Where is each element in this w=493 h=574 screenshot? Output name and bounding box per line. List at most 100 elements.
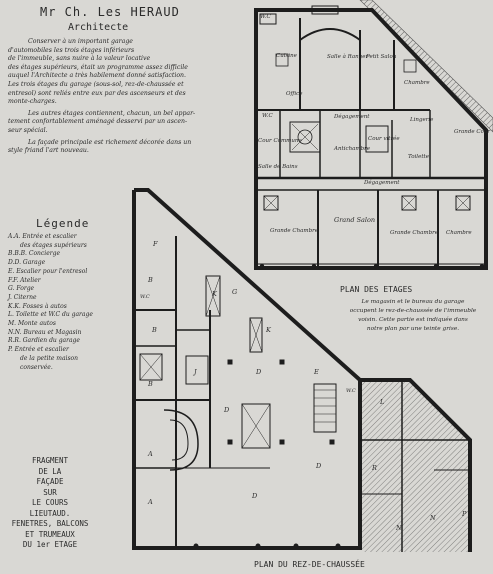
room-cuisine: Cuisine: [276, 53, 298, 59]
legend-item: E. Escalier pour l'entresol: [8, 267, 88, 275]
room-cour-vitree: Cour vitrée: [368, 135, 400, 142]
room-lingerie: Lingerie: [409, 117, 434, 123]
legend-item: P. Entrée et escalier: [8, 346, 69, 354]
legend-item: L. Toilette et W.C du garage: [8, 311, 93, 319]
description-para3-line: style friand l'art nouveau.: [8, 147, 89, 155]
description-para2-line: tement confortablement aménagé desservi …: [8, 118, 188, 126]
upper-plan: [254, 0, 493, 270]
room-degagement2: Dégagement: [363, 179, 400, 186]
legend-item: conservée.: [20, 363, 53, 371]
ground-label-J: J: [192, 368, 197, 376]
room-petit-salon: Petit Salon: [365, 54, 397, 60]
facade-note-line: LE COURS: [31, 498, 69, 507]
ground-label-N2: N: [429, 514, 436, 522]
ground-label-D3: D: [251, 492, 258, 500]
legend-item: A.A. Entrée et escalier: [8, 233, 77, 240]
legend-item: G. Forge: [8, 285, 35, 293]
facade-note-line: DE LA: [38, 466, 62, 476]
ground-label-P: P: [461, 510, 467, 518]
description-para2: Les autres étages contiennent, chacun, u…: [8, 110, 248, 136]
ground-plan: [132, 188, 472, 552]
facade-note-line: FRAGMENT: [31, 456, 69, 465]
upper-plan-title: PLAN DES ETAGES: [340, 285, 412, 294]
ground-label-N1: N: [395, 524, 402, 532]
facade-note-line: SUR: [43, 487, 57, 497]
description-para1-line: de l'immeuble, sans nuire à la valeur lo…: [8, 55, 151, 63]
facade-note-line: FENETRES, BALCONS: [11, 519, 89, 528]
description-para3: La façade principale est richement décor…: [8, 139, 248, 156]
facade-note-line: LIEUTAUD.: [29, 508, 71, 518]
legend-item: R.R. Gardien du garage: [8, 337, 80, 345]
legend-item: J. Citerne: [8, 293, 37, 301]
architect-name: Mr Ch. Les HERAUD: [40, 5, 180, 19]
room-grand-salon: Grand Salon: [334, 216, 375, 224]
facade-note-line: ET TRUMEAUX: [25, 529, 75, 539]
architect-role: Architecte: [68, 22, 129, 33]
ground-label-K1: K: [211, 290, 218, 298]
ground-label-G: G: [232, 288, 237, 296]
room-grande-chambre1: Grande Chambre: [270, 228, 319, 234]
garage-note-line: occupent le rez-de-chaussée de l'immeubl…: [349, 308, 477, 314]
legend-item: B.B.B. Concierge: [8, 250, 61, 258]
garage-note-line: voisin. Cette partie est indiquée dans: [358, 317, 468, 323]
description-para2-line: seur spécial.: [8, 126, 48, 134]
ground-label-F1: F: [152, 240, 158, 248]
description-para1-line: Les trois étages du garage (sous-sol, re…: [8, 80, 184, 88]
garage-note-line: Le magasin et le bureau du garage: [361, 299, 465, 305]
ground-label-K2: K: [265, 326, 272, 334]
legend-item: D.D. Garage: [8, 259, 46, 267]
description-para3-line: La façade principale est richement décor…: [28, 138, 192, 146]
ground-label-WC1: W.C: [140, 294, 150, 300]
description-para1-line: Conserver à un important garage: [28, 38, 133, 45]
ground-label-B3: B: [147, 380, 153, 388]
ground-label-A2: A: [147, 498, 153, 506]
garage-note: Le magasin et le bureau du garage occupen…: [338, 298, 488, 334]
room-chambre-r: Chambre: [446, 230, 472, 236]
room-wc1: W.C: [260, 14, 271, 20]
ground-label-A1: A: [147, 450, 153, 458]
garage-note-line: notre plan par une teinte grise.: [366, 326, 460, 332]
room-office: Office: [286, 91, 303, 97]
room-chambre-tr: Chambre: [404, 80, 430, 86]
description-para1-line: des étages supérieurs, était un programm…: [8, 63, 188, 71]
ground-plan-title: PLAN DU REZ-DE-CHAUSSÉE: [254, 558, 365, 569]
room-antichambre: Antichambre: [333, 146, 371, 152]
ground-label-E: E: [313, 368, 319, 376]
room-toilette: Toilette: [408, 154, 430, 160]
ground-label-B1: B: [147, 276, 153, 284]
legend-item: des étages supérieurs: [20, 241, 87, 249]
legend-item: N.N. Bureau et Magasin: [8, 328, 82, 336]
description-para1-line: monte-charges.: [8, 98, 57, 106]
ground-label-D4: D: [315, 462, 322, 470]
ground-label-WC2: W.C: [346, 388, 356, 394]
legend-item: F.F. Atelier: [8, 276, 41, 284]
description-para1-line: d'automobiles les trois étages inférieur…: [8, 46, 135, 54]
ground-label-B2: B: [151, 326, 157, 334]
room-grande-chambre2: Grande Chambre: [390, 230, 439, 236]
ground-label-D2: D: [223, 406, 230, 414]
room-grande-cour: Grande Cour: [454, 129, 490, 135]
facade-note-line: DU 1er ETAGE: [22, 540, 78, 549]
ground-label-R: R: [371, 464, 377, 472]
description-para2-line: Les autres étages contiennent, chacun, u…: [28, 109, 196, 117]
legend-item: K.K. Fosses à autos: [8, 302, 67, 310]
room-wc2: W.C: [262, 113, 273, 119]
ground-label-L: L: [379, 398, 384, 406]
facade-note-line: FAÇADE: [36, 477, 64, 486]
room-cour-commune: Cour Commune: [258, 138, 302, 144]
room-salle-bains: Salle de Bains: [258, 164, 298, 170]
legend-item: de la petite maison: [20, 354, 79, 362]
ground-label-D1: D: [255, 368, 262, 376]
legend-item: M. Monte autos: [8, 320, 56, 328]
legend-title: Légende: [36, 217, 90, 230]
room-salle-ranger: Salle à Ranger: [327, 53, 368, 60]
room-degagement1: Dégagement: [333, 113, 370, 120]
description-para1-line: auquel l'Architecte a très habilement do…: [8, 72, 186, 80]
description-para1-line: entresol) sont reliés entre eux par des …: [8, 89, 186, 97]
